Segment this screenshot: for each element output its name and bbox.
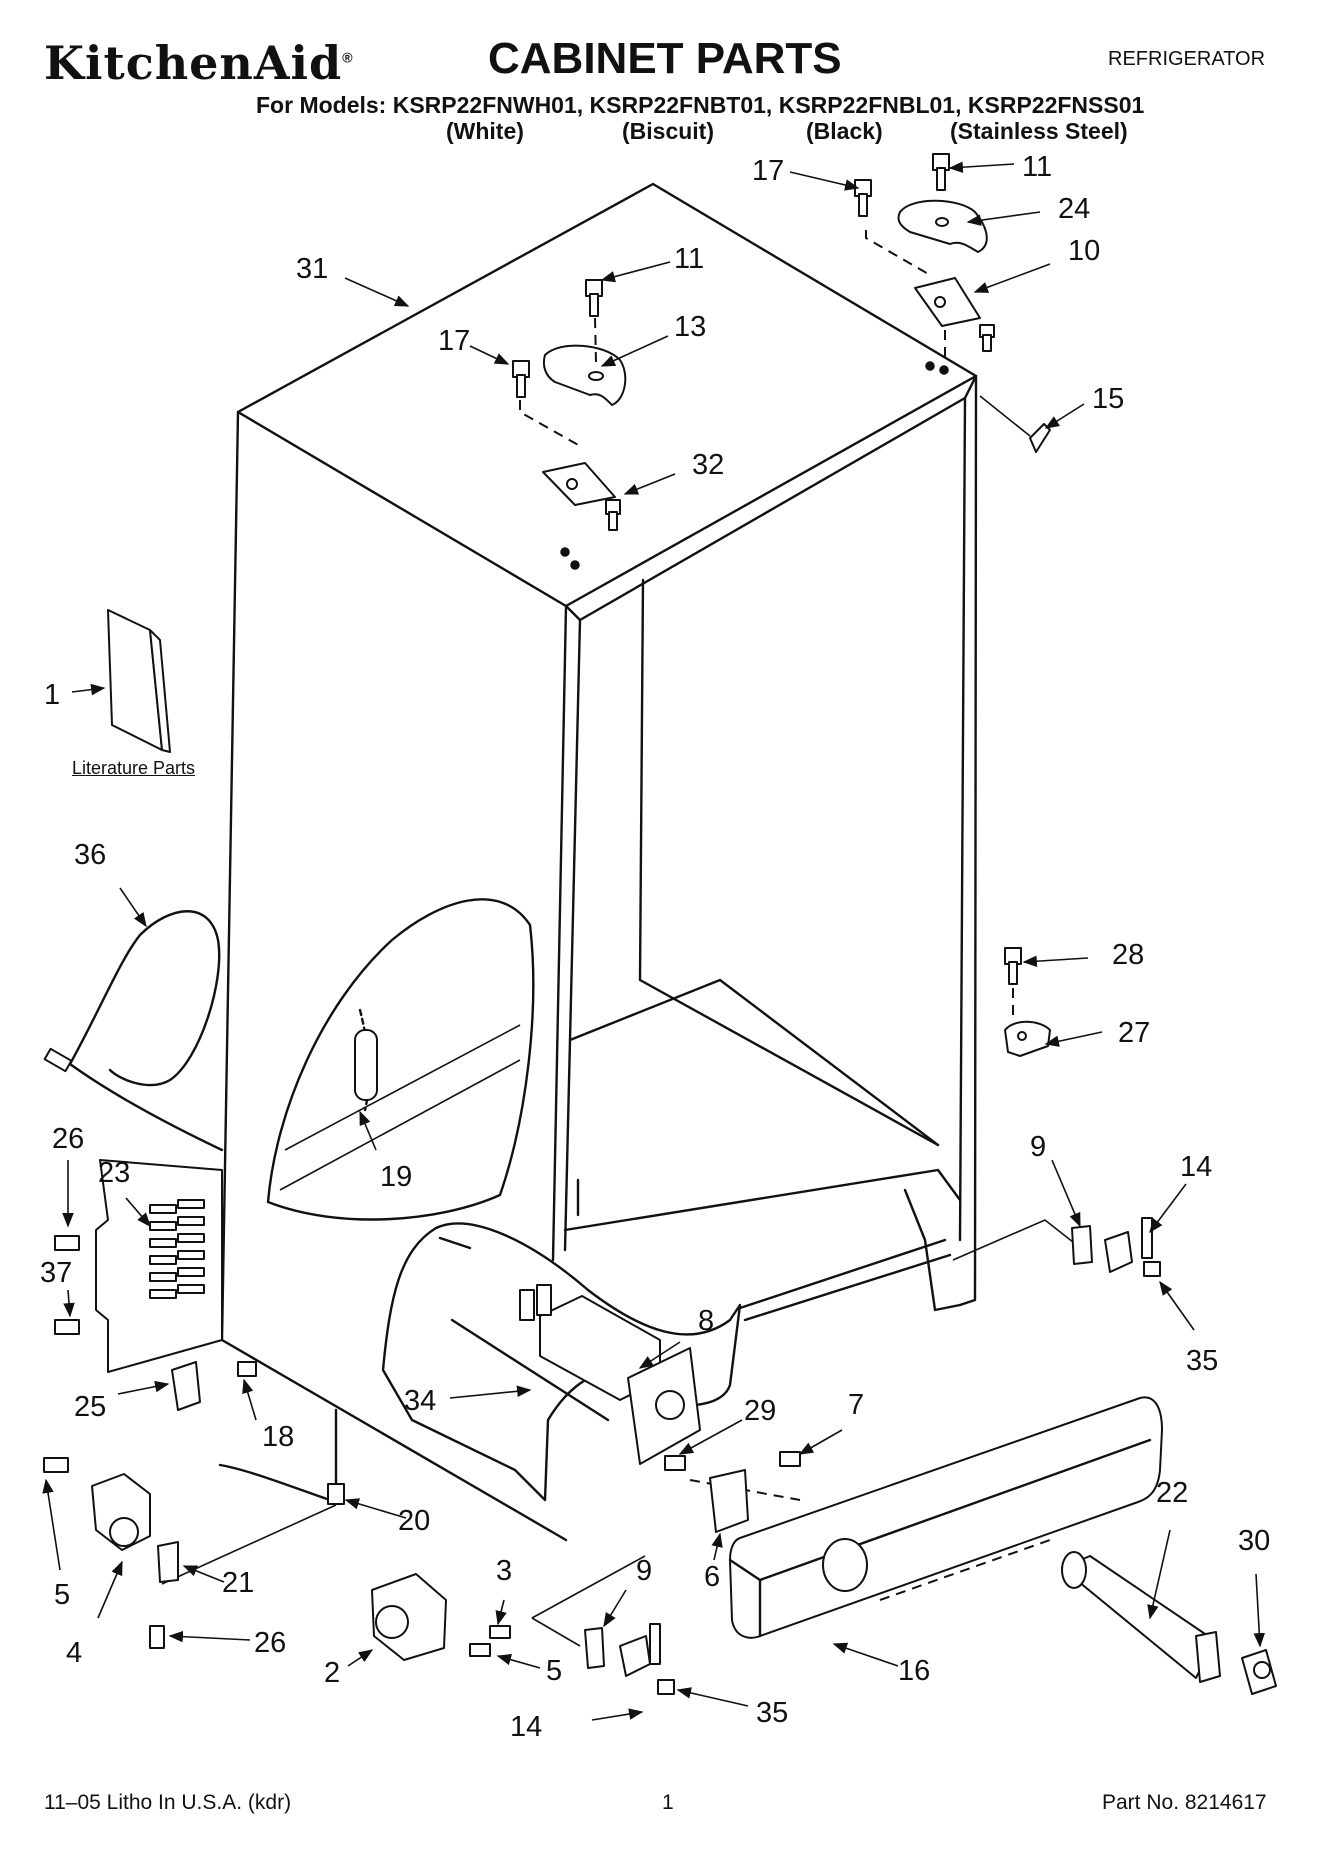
callout-5-bottom: 5	[546, 1655, 562, 1687]
callout-15: 15	[1092, 383, 1124, 415]
literature-parts-booklet	[107, 609, 171, 753]
callout-11-right: 11	[1022, 151, 1052, 183]
brand-name: KitchenAid	[44, 36, 343, 90]
callout-labels: 31 11 13 17 32 17 11 24 10 15 1 36 28 27…	[40, 151, 1270, 1743]
callout-35-bottom: 35	[756, 1697, 788, 1729]
water-tube-20	[218, 1463, 340, 1502]
callout-16: 16	[898, 1655, 930, 1687]
screw-26-top	[54, 1235, 80, 1251]
callout-29: 29	[744, 1395, 776, 1427]
lower-left-hardware	[43, 1361, 675, 1695]
bracket-14-right	[1104, 1231, 1133, 1273]
vent-slots	[149, 1199, 205, 1299]
callout-4: 4	[66, 1637, 82, 1669]
callout-30: 30	[1238, 1525, 1270, 1557]
variant-biscuit: (Biscuit)	[622, 118, 714, 144]
screw-29	[664, 1455, 686, 1471]
water-valve-8	[519, 1284, 801, 1533]
hinge-cover-13	[542, 344, 627, 406]
callout-13: 13	[674, 311, 706, 343]
screw-35-bottom	[657, 1679, 675, 1695]
callout-2: 2	[324, 1657, 340, 1689]
callout-35-right: 35	[1186, 1345, 1218, 1377]
clip-6	[709, 1469, 749, 1533]
callout-9-right: 9	[1030, 1131, 1046, 1163]
callout-37: 37	[40, 1257, 72, 1289]
callout-3: 3	[496, 1555, 512, 1587]
callout-36: 36	[74, 839, 106, 871]
callout-25: 25	[74, 1391, 106, 1423]
leveling-parts-right	[952, 947, 1161, 1277]
spacer-9-right	[1071, 1225, 1093, 1265]
callout-9-bottom: 9	[636, 1555, 652, 1587]
spacer-9-bottom	[584, 1627, 605, 1669]
callout-20: 20	[398, 1505, 430, 1537]
water-filter-22	[879, 1539, 1221, 1683]
bracket-25	[171, 1361, 201, 1411]
callout-28: 28	[1112, 939, 1144, 971]
registered-mark: ®	[342, 49, 354, 66]
screw-18	[237, 1361, 257, 1377]
callout-21: 21	[222, 1567, 254, 1599]
clip-15	[1029, 423, 1051, 453]
hinge-plate-32	[542, 462, 616, 506]
callout-8: 8	[698, 1305, 714, 1337]
screw-37	[54, 1319, 80, 1335]
leader-arrows	[42, 161, 1266, 1721]
spring-tube-part	[354, 1029, 378, 1101]
defrost-rod-part	[450, 1318, 610, 1422]
variant-white: (White)	[446, 118, 524, 144]
screw-5-bottom	[469, 1643, 491, 1657]
callout-1: 1	[44, 679, 60, 711]
hinge-plate-10	[914, 277, 981, 327]
screw-5-left	[43, 1457, 69, 1473]
callout-26-top: 26	[52, 1123, 84, 1155]
screw-3	[489, 1625, 511, 1639]
callout-22: 22	[1156, 1477, 1188, 1509]
callout-17-left: 17	[438, 325, 470, 357]
variant-black: (Black)	[806, 118, 883, 144]
callout-24: 24	[1058, 193, 1090, 225]
top-hinge-right	[854, 153, 1051, 453]
side-vent-23	[54, 1159, 223, 1373]
cutaway-rear-panel	[266, 898, 535, 1221]
callout-6: 6	[704, 1561, 720, 1593]
callout-14-right: 14	[1180, 1151, 1212, 1183]
screw-35-right	[1143, 1261, 1161, 1277]
callout-17-right: 17	[752, 155, 784, 187]
callout-26-bottom: 26	[254, 1627, 286, 1659]
callout-11-left: 11	[674, 243, 704, 275]
filter-cap-30	[1241, 1649, 1277, 1695]
callout-34: 34	[404, 1385, 436, 1417]
callout-31: 31	[296, 253, 328, 285]
callout-27: 27	[1118, 1017, 1150, 1049]
screw-26-bottom	[149, 1625, 165, 1649]
page-title: CABINET PARTS	[488, 34, 842, 83]
literature-parts-label: Literature Parts	[72, 758, 196, 778]
power-cord-36	[43, 910, 224, 1152]
callout-10: 10	[1068, 235, 1100, 267]
top-hinge-left	[512, 279, 627, 570]
callout-7: 7	[848, 1389, 864, 1421]
callout-23: 23	[98, 1157, 130, 1189]
clip-21	[157, 1541, 179, 1583]
callout-5-left: 5	[54, 1579, 70, 1611]
brand-logo: KitchenAid®	[44, 36, 354, 90]
part-number: Part No. 8214617	[1102, 1791, 1267, 1814]
base-grille-16	[728, 1396, 1163, 1639]
bracket-27	[1004, 1020, 1051, 1057]
page-number: 1	[662, 1791, 674, 1814]
variant-stainless: (Stainless Steel)	[950, 118, 1128, 144]
callout-19: 19	[380, 1161, 412, 1193]
callout-14-bottom: 14	[510, 1711, 542, 1743]
bracket-14-bottom	[619, 1635, 651, 1677]
appliance-category: REFRIGERATOR	[1108, 48, 1266, 70]
models-line: For Models: KSRP22FNWH01, KSRP22FNBT01, …	[256, 92, 1145, 118]
print-info: 11–05 Litho In U.S.A. (kdr)	[44, 1791, 292, 1814]
callout-32: 32	[692, 449, 724, 481]
screw-7	[779, 1451, 801, 1467]
callout-18: 18	[262, 1421, 294, 1453]
